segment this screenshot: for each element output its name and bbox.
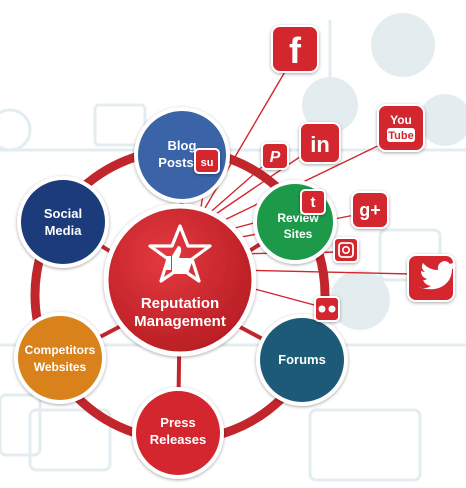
node-social-label-2: Media <box>45 223 83 238</box>
node-blog-posts: Blog Posts <box>134 107 230 203</box>
center-node: Reputation Management <box>103 203 257 357</box>
google-plus-icon: g+ <box>351 191 389 229</box>
svg-text:Tube: Tube <box>388 130 413 142</box>
star-thumbs-up-icon <box>148 224 212 283</box>
instagram-icon <box>333 237 359 263</box>
twitter-icon <box>407 254 456 302</box>
svg-text:g+: g+ <box>359 200 381 220</box>
center-label-1: Reputation <box>141 295 219 312</box>
center-label-2: Management <box>134 313 226 330</box>
node-press-label-1: Press <box>160 415 195 430</box>
node-review-label-2: Sites <box>284 227 313 241</box>
connector-line <box>203 149 311 223</box>
node-social-label-1: Social <box>44 206 82 221</box>
facebook-icon: f <box>271 25 319 73</box>
node-forums: Forums <box>256 314 348 406</box>
flickr-icon <box>314 296 340 322</box>
node-blog-label-1: Blog <box>168 138 197 153</box>
svg-text:t: t <box>311 194 316 211</box>
svg-text:P: P <box>270 149 281 166</box>
svg-text:f: f <box>289 30 302 71</box>
stumbleupon-icon: su <box>194 148 220 174</box>
background-decoration <box>0 13 466 482</box>
node-social-media: Social Media <box>17 176 109 268</box>
node-blog-label-2: Posts <box>158 155 193 170</box>
node-press-releases: Press Releases <box>132 387 224 479</box>
connector-line <box>197 69 287 221</box>
node-competitors-websites: Competitors Websites <box>14 312 106 404</box>
node-competitors-label-1: Competitors <box>25 343 96 357</box>
svg-text:su: su <box>201 157 214 169</box>
pinterest-icon: P <box>261 142 289 170</box>
youtube-icon: You Tube <box>377 104 425 152</box>
tumblr-icon: t <box>300 189 326 215</box>
node-press-label-2: Releases <box>150 432 206 447</box>
svg-text:in: in <box>310 132 330 157</box>
node-competitors-label-2: Websites <box>34 360 87 374</box>
linkedin-icon: in <box>299 122 341 164</box>
node-forums-label: Forums <box>278 352 326 367</box>
svg-text:You: You <box>390 113 412 127</box>
